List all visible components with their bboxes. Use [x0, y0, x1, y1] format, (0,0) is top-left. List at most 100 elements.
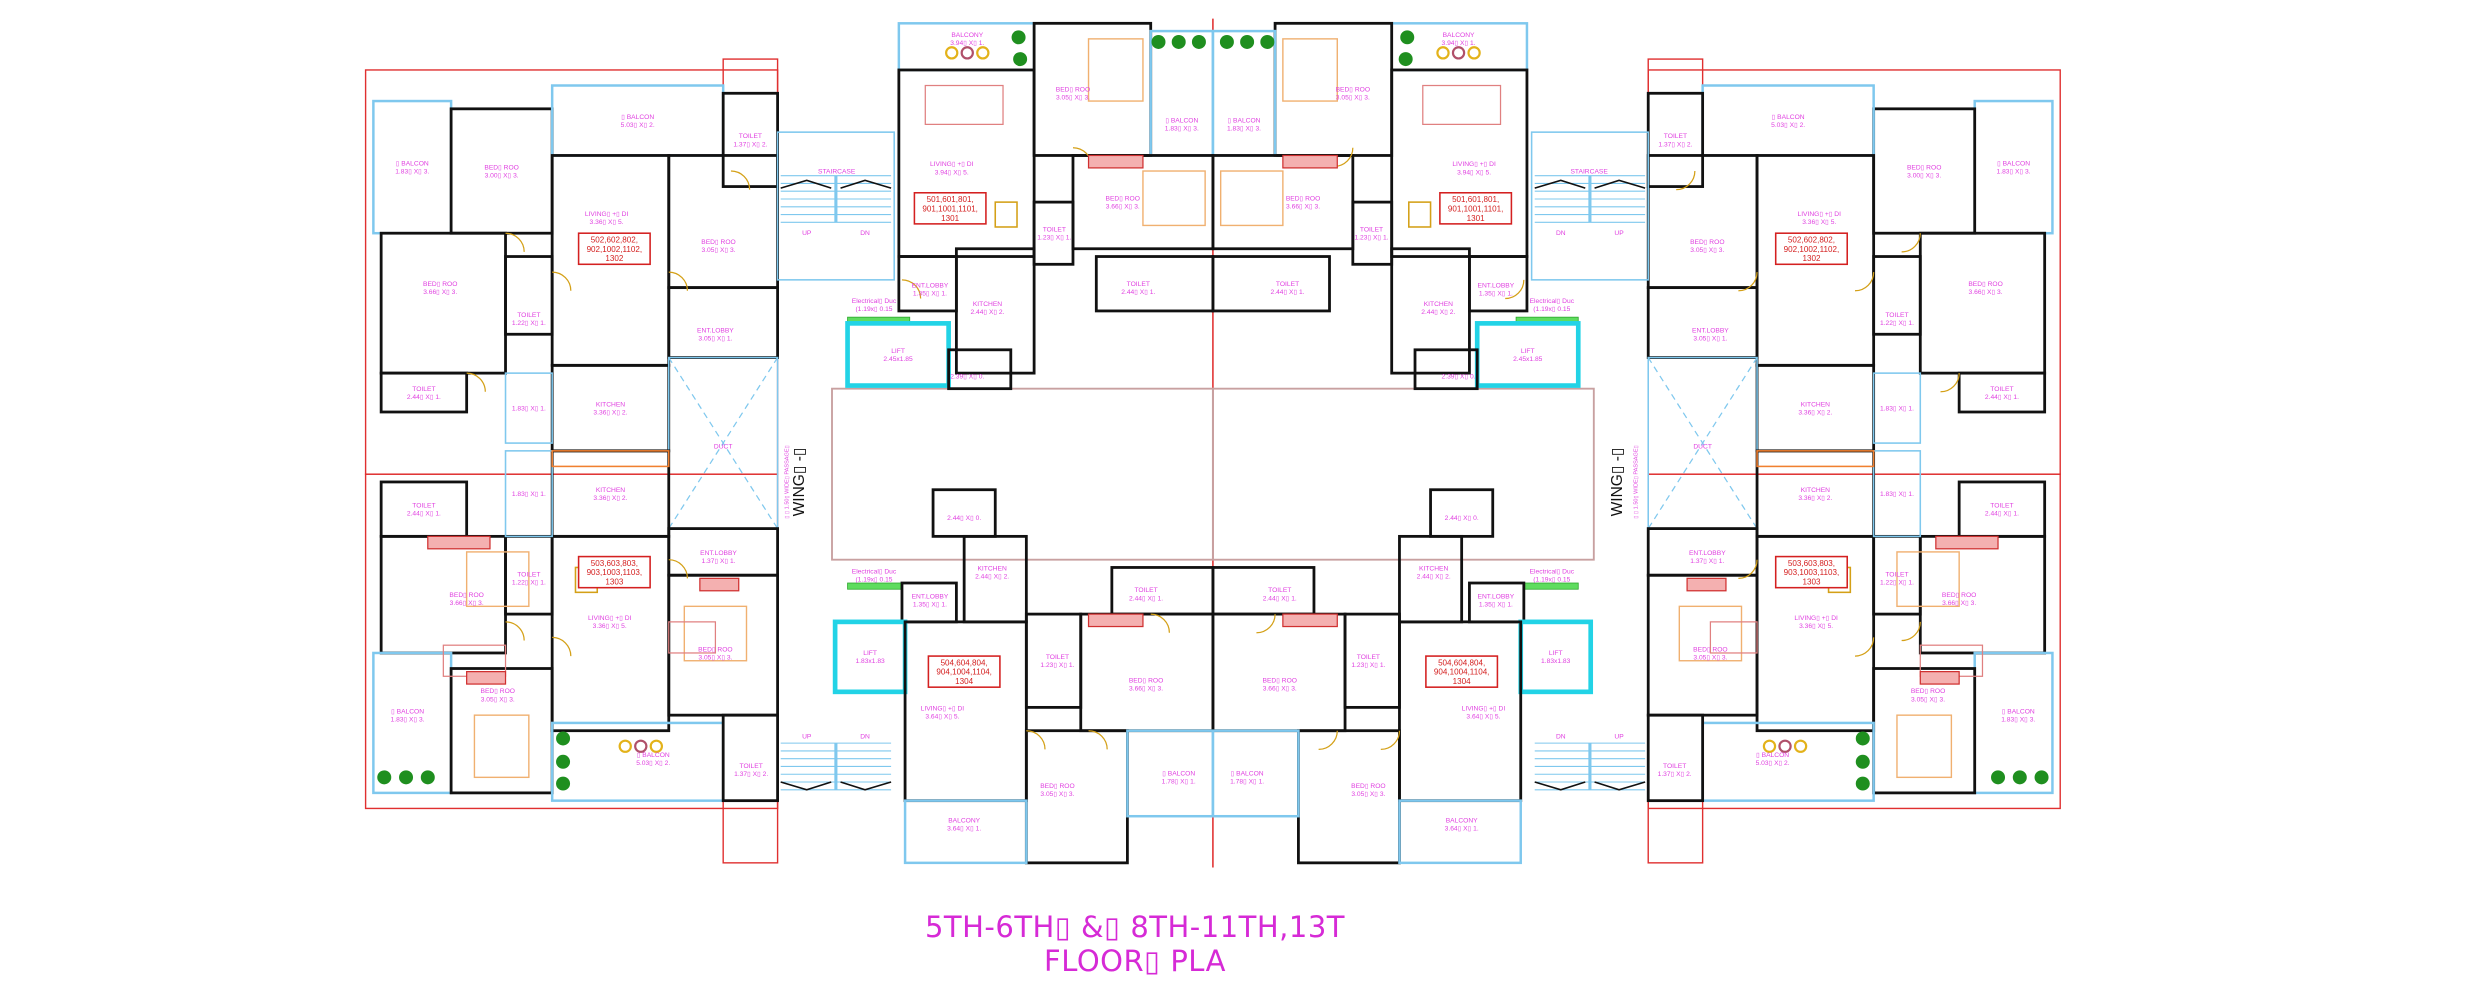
labels-layer: ▯ BALCON 1.83▯ X▯ 3. ▯ BALCON 1.83▯ X▯ 3. BE…: [391, 32, 2036, 832]
room-label: TOILET: [517, 312, 540, 319]
door-swing-icon: [1901, 621, 1921, 642]
unit-number-tag: [913, 192, 987, 225]
sofa-icon: [668, 621, 717, 654]
room-label: BED▯ ROO: [484, 164, 518, 171]
passage-outline: [1872, 372, 1922, 444]
room-label: 3.94▯ X▯ 1.: [1442, 40, 1476, 47]
lift-label: LIFT: [863, 650, 877, 657]
room-label: 1.83▯ X▯ 3.: [2001, 717, 2035, 724]
room-label: BED▯ ROO: [481, 688, 515, 695]
room-walls: [1273, 21, 1394, 157]
chair-icon: [1436, 46, 1450, 60]
room-label: 1.83▯ X▯ 3.: [391, 717, 425, 724]
plant-icon: [1855, 731, 1870, 746]
door-swing-icon: [1854, 637, 1875, 657]
plant-icon: [1400, 30, 1415, 45]
plan-title-line-2: FLOOR▯ PLA: [1044, 944, 1226, 978]
door-swing-icon: [552, 271, 572, 291]
room-walls: [667, 573, 779, 717]
unit-number-tag: [1439, 192, 1513, 225]
plant-icon: [1171, 34, 1186, 49]
room-label: BED▯ ROO: [1968, 281, 2002, 288]
room-label: BED▯ ROO: [1693, 646, 1727, 653]
duct-cross: [1647, 357, 1758, 529]
room-label: TOILET: [1885, 312, 1908, 319]
stair-arrow: [1594, 781, 1646, 791]
room-label: (1.19x▯ 0.15: [1533, 577, 1570, 584]
room-label: ENT.LOBBY: [700, 550, 737, 557]
room-label: 5.03▯ X▯ 2.: [636, 760, 670, 767]
unit-number-text: 1301: [941, 214, 959, 223]
room-walls: [1646, 573, 1759, 717]
unit-number-text: 501,601,801,: [1452, 195, 1499, 204]
room-label: 3.66▯ X▯ 3.: [423, 289, 457, 296]
door-swing-icon: [505, 621, 525, 641]
room-label: TOILET: [1046, 654, 1069, 661]
room-label: LIVING▯ +▯ DI: [585, 211, 629, 218]
bed-icon: [683, 605, 748, 662]
chair-icon: [634, 739, 648, 753]
bed-icon: [1142, 170, 1206, 227]
chair-icon: [1762, 739, 1777, 753]
room-label: 1.37▯ X▯ 2.: [733, 141, 767, 148]
room-walls: [947, 348, 1013, 391]
room-label: ▯ BALCON: [1228, 118, 1261, 125]
chair-icon: [1467, 46, 1481, 60]
room-label: (1.19x▯ 0.15: [855, 577, 892, 584]
room-walls: [1646, 713, 1705, 803]
room-label: 3.36▯ X▯ 5.: [590, 219, 624, 226]
room-label: BED▯ ROO: [1907, 164, 1941, 171]
room-label: 1.23▯ X▯ 1.: [1037, 235, 1071, 242]
door-swing-icon: [1676, 170, 1696, 191]
door-swing-icon: [1318, 730, 1338, 750]
unit-number-text: 904,1004,1104,: [936, 668, 992, 677]
room-label: BED▯ ROO: [449, 592, 483, 599]
stair-up-label: UP: [802, 230, 812, 237]
room-label: 1.35▯ X▯ 1.: [1479, 601, 1513, 608]
room-label: BED▯ ROO: [1056, 87, 1090, 94]
stair-arrow: [840, 179, 892, 189]
room-label: 1.78▯ X▯ 1.: [1230, 779, 1264, 786]
room-label: 3.00▯ X▯ 3.: [1907, 172, 1941, 179]
room-label: 3.05▯ X▯ 3.: [481, 696, 515, 703]
door-swing-icon: [901, 279, 922, 299]
room-walls: [379, 231, 507, 375]
room-label: 1.35▯ X▯ 1.: [913, 601, 947, 608]
unit-number-text: 903,1003,1103,: [1784, 568, 1840, 577]
room-label: 2.44▯ X▯ 1.: [1985, 511, 2019, 518]
room-walls: [1094, 255, 1215, 313]
room-label: 3.64▯ X▯ 5.: [925, 713, 959, 720]
bed-icon: [1282, 38, 1338, 102]
room-label: LIVING▯ +▯ DI: [1462, 705, 1506, 712]
room-label: LIVING▯ +▯ DI: [921, 705, 965, 712]
electrical-duct: [1523, 582, 1579, 590]
bed-icon: [1219, 170, 1284, 227]
room-label: ENT.LOBBY: [1478, 593, 1515, 600]
stair-arrow: [840, 781, 892, 791]
room-label: 2.44▯ X▯ 1.: [1129, 595, 1163, 602]
unit-number-text: 1303: [605, 578, 623, 587]
room-label: 1.37▯ X▯ 2.: [1658, 141, 1692, 148]
room-label: 3.36▯ X▯ 2.: [1798, 409, 1832, 416]
sofa-icon: [1422, 84, 1502, 125]
room-walls: [954, 247, 1036, 375]
chair-icon: [618, 739, 632, 753]
room-label: 1.35▯ X▯ 1.: [913, 291, 947, 298]
door-swing-icon: [552, 636, 572, 657]
lift-label: LIFT: [891, 348, 905, 355]
bed-icon: [1678, 605, 1743, 662]
room-label: TOILET: [412, 502, 435, 509]
room-label: ▯ BALCON: [1997, 160, 2030, 167]
room-walls: [1646, 286, 1759, 359]
room-label: BED▯ ROO: [1942, 592, 1976, 599]
room-label: BED▯ ROO: [1351, 783, 1385, 790]
room-label: 2.44▯ X▯ 2.: [970, 309, 1004, 316]
room-label: ▯ BALCON: [1756, 752, 1789, 759]
door-swing-icon: [1854, 272, 1875, 292]
room-label: ▯ BALCON: [637, 752, 670, 759]
room-label: 3.64▯ X▯ 1.: [947, 825, 981, 832]
room-label: 3.05▯ X▯ 3.: [1040, 791, 1074, 798]
room-label: TOILET: [1276, 281, 1299, 288]
room-label: 2.44▯ X▯ 2.: [975, 573, 1009, 580]
room-label: 5.03▯ X▯ 2.: [621, 122, 655, 129]
